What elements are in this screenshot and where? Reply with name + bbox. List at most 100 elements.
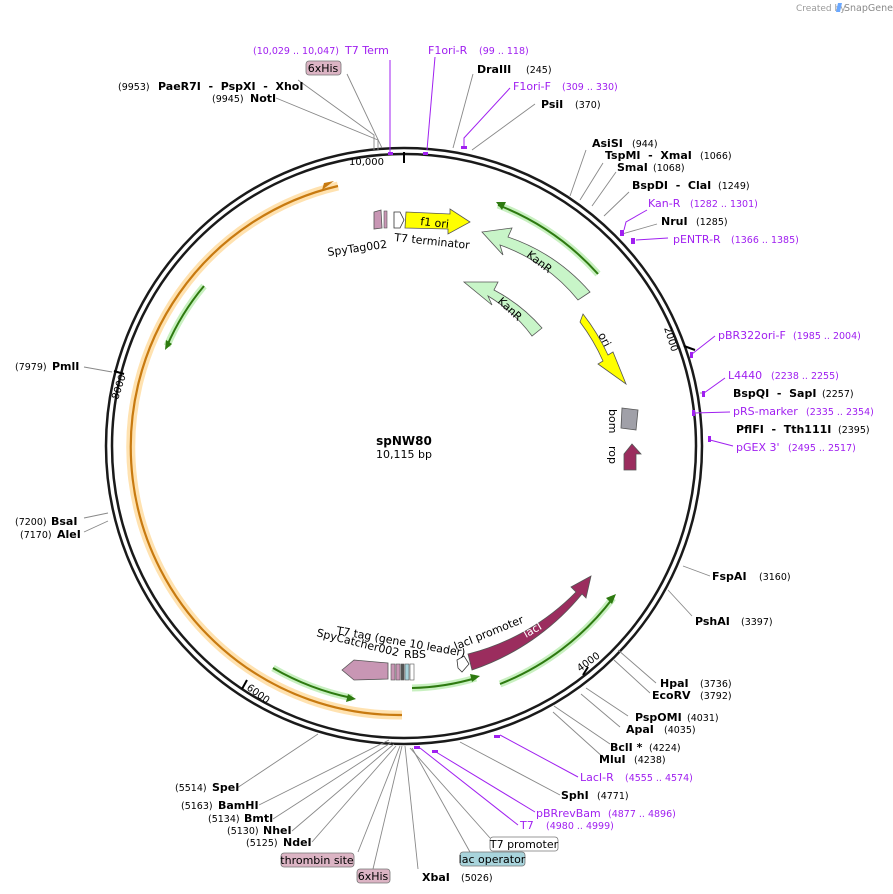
site-name-bsai: BsaI <box>51 515 77 528</box>
orange-feature-arrowhead <box>322 181 334 190</box>
primer-name-pgex-3: pGEX 3' <box>736 441 780 454</box>
primer-name-pbrrevbam: pBRrevBam <box>536 807 601 820</box>
small-features-bottom[interactable]: RBS <box>390 648 426 681</box>
tick-marks <box>113 152 696 690</box>
site-pos-ndei: (5125) <box>246 838 278 849</box>
site-pos-bsai: (7200) <box>15 517 47 528</box>
site-pos-tspmi: (1066) <box>700 151 732 162</box>
svg-text:6xHis: 6xHis <box>308 62 339 75</box>
snapgene-logo-icon <box>836 3 842 12</box>
feature-kanr-inner[interactable]: KanR <box>462 281 543 337</box>
primer-leaders <box>389 56 734 826</box>
watermark-brand: SnapGene <box>844 3 893 14</box>
primer-name-f1ori-r: F1ori-R <box>428 44 468 57</box>
site-name-nrui: NruI <box>661 215 688 228</box>
site-pos-nrui: (1285) <box>696 217 728 228</box>
primer-name-laci-r: LacI-R <box>580 771 614 784</box>
feature-ori-label: ori <box>595 330 613 349</box>
feature-rop[interactable]: rop <box>606 443 642 471</box>
site-name-bspqi: BspQI - SapI <box>733 387 816 400</box>
primer-pos-pgex-3: (2495 .. 2517) <box>788 443 856 454</box>
svg-text:6xHis: 6xHis <box>358 870 389 883</box>
tick-4000 <box>582 666 589 676</box>
site-name-xbai: XbaI <box>422 871 450 884</box>
backbone-outer-ring <box>104 146 704 746</box>
feature-rop-label: rop <box>606 446 619 464</box>
site-name-nhei: NheI <box>263 824 292 837</box>
svg-text:thrombin site: thrombin site <box>280 854 354 867</box>
orf-arc-top-right-arrowhead <box>496 202 506 210</box>
primer-name-pbr322ori-f: pBR322ori-F <box>718 329 786 342</box>
site-pos-sphi: (4771) <box>597 791 629 802</box>
site-name-tspmi: TspMI - XmaI <box>605 149 692 162</box>
feature-bom-label: bom <box>606 409 619 433</box>
primer-name-f1ori-f: F1ori-F <box>513 80 551 93</box>
site-name-mlui: MluI <box>599 753 626 766</box>
leader-lines <box>83 73 711 870</box>
primer-pos-l4440: (2238 .. 2255) <box>771 371 839 382</box>
site-pos-draiii: (245) <box>526 65 552 76</box>
boxed-label-6xhis-bottom: 6xHis <box>356 868 391 884</box>
orf-arc-bottom-left <box>272 667 353 699</box>
primer-marks <box>388 146 711 753</box>
orf-arc-bottom-right-arrowhead <box>606 594 616 604</box>
primer-pos-kan-r: (1282 .. 1301) <box>690 199 758 210</box>
primer-pos-t7: (4980 .. 4999) <box>546 821 614 832</box>
site-name-ndei: NdeI <box>283 836 312 849</box>
site-pos-nhei: (5130) <box>227 826 259 837</box>
site-name-bamhi: BamHI <box>218 799 259 812</box>
feature-t7-terminator-label: T7 terminator <box>393 231 471 252</box>
site-pos-bamhi: (5163) <box>181 801 213 812</box>
site-name-t7-term: T7 Term <box>344 44 389 57</box>
feature-f1-ori-label: f1 ori <box>420 215 450 231</box>
tick-6000 <box>241 679 248 690</box>
site-name-alei: AleI <box>57 528 81 541</box>
site-name-noti: NotI <box>250 92 276 105</box>
feature-f1-ori[interactable]: f1 ori <box>404 208 471 235</box>
boxed-label-t7-promoter: T7 promoter <box>489 836 559 852</box>
boxed-label-lac-operator: lac operator <box>459 851 526 867</box>
primer-pos-laci-r: (4555 .. 4574) <box>625 773 693 784</box>
watermark-prefix: Created by <box>796 4 846 14</box>
feature-spytag002[interactable]: SpyTag002 <box>327 209 388 259</box>
site-pos-psii: (370) <box>575 100 601 111</box>
site-name-pflfi: PflFI - Tth111I <box>736 423 831 436</box>
feature-ori[interactable]: ori <box>579 313 627 386</box>
site-pos-spei: (5514) <box>175 783 207 794</box>
site-name-ecorv: EcoRV <box>652 689 691 702</box>
site-name-bmti: BmtI <box>244 812 273 825</box>
plasmid-length: 10,115 bp <box>376 448 432 461</box>
site-pos-paer7i: (9953) <box>118 82 150 93</box>
orf-arc-bottom-left-arrowhead <box>346 694 356 702</box>
primer-pos-pbrrevbam: (4877 .. 4896) <box>608 809 676 820</box>
primer-pos-f1ori-r: (99 .. 118) <box>479 46 529 57</box>
site-name-sphi: SphI <box>561 789 589 802</box>
site-pos-pspomi: (4031) <box>687 713 719 724</box>
site-pos-bspdi: (1249) <box>718 181 750 192</box>
site-name-apai: ApaI <box>626 723 654 736</box>
site-pos-apai: (4035) <box>664 725 696 736</box>
plasmid-name: spNW80 <box>376 434 432 448</box>
site-name-paer7i: PaeR7I - PspXI - XhoI <box>158 80 303 93</box>
site-pos-noti: (9945) <box>212 94 244 105</box>
primer-pos-prs-marker: (2335 .. 2354) <box>806 407 874 418</box>
site-name-pmli: PmlI <box>52 360 79 373</box>
svg-text:T7 promoter: T7 promoter <box>489 838 559 851</box>
site-pos-bspqi: (2257) <box>822 389 854 400</box>
feature-rbs-label: RBS <box>404 648 426 661</box>
primer-name-pentr-r: pENTR-R <box>673 233 721 246</box>
feature-bom[interactable]: bom <box>606 407 639 433</box>
site-pos-bmti: (5134) <box>208 814 240 825</box>
boxed-label-thrombin-site: thrombin site <box>280 852 355 868</box>
site-pos-pshai: (3397) <box>741 617 773 628</box>
feature-laci[interactable]: lacI <box>467 575 592 671</box>
site-pos-smai: (1068) <box>653 163 685 174</box>
site-pos-pflfi: (2395) <box>838 425 870 436</box>
orange-feature-arc <box>129 184 403 717</box>
feature-kanr-outer[interactable]: KanR <box>481 227 591 301</box>
site-pos-fspai: (3160) <box>759 572 791 583</box>
tick-8000 <box>113 370 125 375</box>
primer-name-t7: T7 <box>519 819 534 832</box>
feature-spytag002-label: SpyTag002 <box>327 238 388 259</box>
svg-text:lac operator: lac operator <box>459 853 526 866</box>
